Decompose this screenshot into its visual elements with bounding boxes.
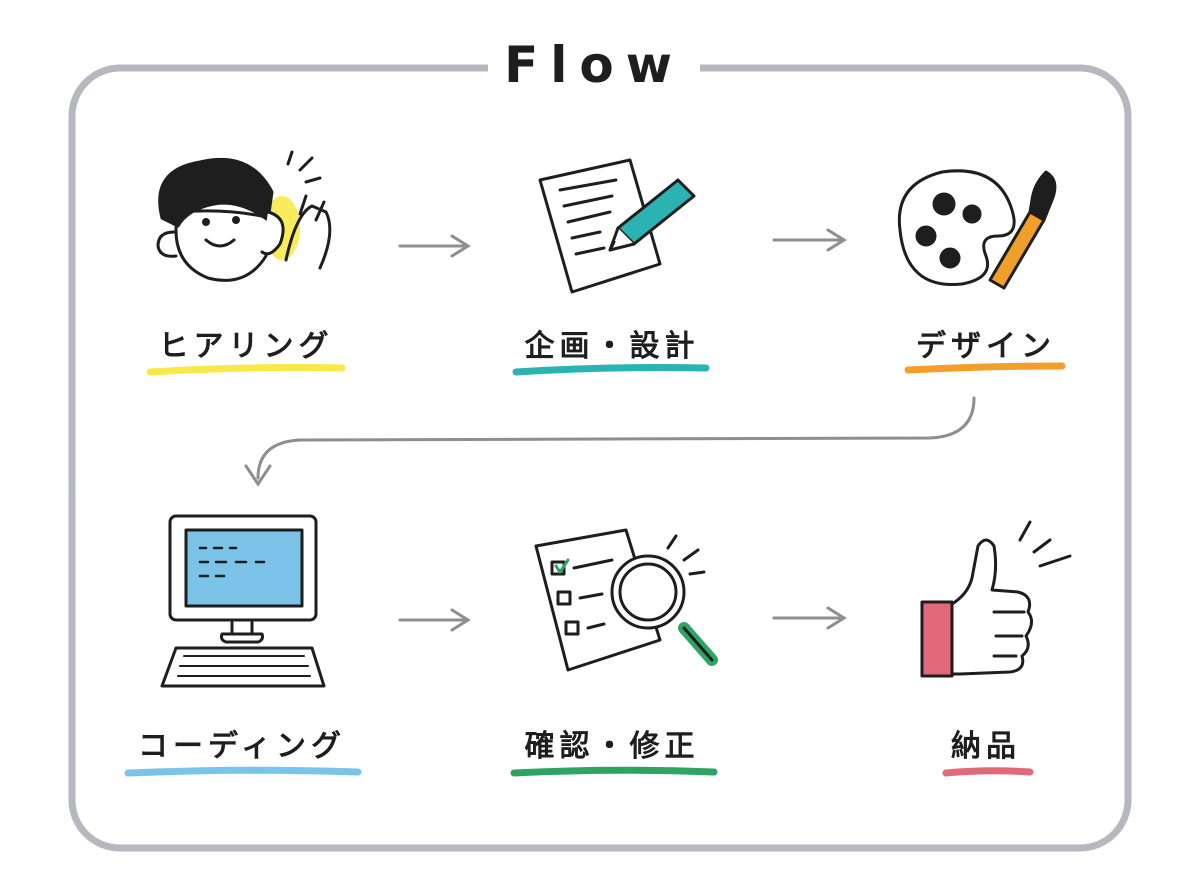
step-label-delivery: 納品	[951, 729, 1021, 764]
step-label-planning: 企画・設計	[524, 329, 700, 364]
underline-step-2	[512, 364, 710, 376]
underline-step-5	[510, 766, 718, 777]
step-label-review: 確認・修正	[524, 729, 700, 764]
arrow-right-4	[772, 606, 847, 630]
arrow-right-1	[398, 234, 471, 258]
underline-step-6	[942, 767, 1034, 777]
step-label-hearing: ヒアリング	[158, 329, 334, 364]
step-label-design: デザイン	[916, 329, 1056, 364]
step-label-coding: コーディング	[138, 729, 346, 764]
person-listening-icon	[156, 150, 332, 282]
arrow-return	[244, 396, 976, 487]
document-pencil-icon	[538, 158, 696, 294]
arrow-right-2	[772, 228, 847, 252]
underline-step-4	[124, 766, 362, 777]
diagram-title: Flow	[488, 30, 700, 100]
thumbs-up-icon	[920, 520, 1072, 678]
arrow-right-3	[398, 608, 471, 632]
underline-step-3	[904, 362, 1066, 374]
paint-palette-icon	[897, 169, 1057, 290]
computer-icon	[160, 514, 326, 688]
checklist-magnifier-icon	[534, 528, 718, 672]
underline-step-1	[146, 364, 346, 376]
